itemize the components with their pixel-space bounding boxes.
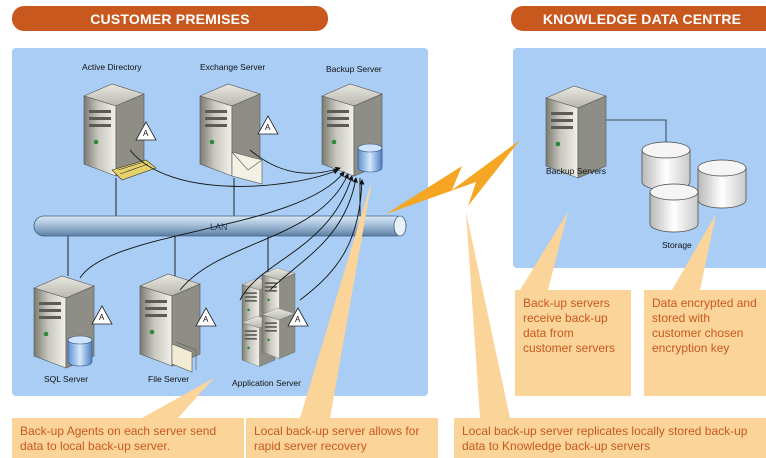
active-directory-label: Active Directory: [82, 62, 142, 72]
agent-mark: A: [295, 315, 301, 324]
data-flow-arrows: [79, 149, 365, 301]
application-server-label: Application Server: [232, 378, 301, 388]
callout-pointers: [142, 180, 716, 418]
knowledge-data-centre-header: KNOWLEDGE DATA CENTRE: [511, 6, 766, 31]
active-directory-server-icon: [83, 83, 145, 177]
callout-receive: Back-up servers receive back-up data fro…: [515, 290, 631, 396]
backup-server-label: Backup Server: [326, 64, 382, 74]
storage-label: Storage: [662, 240, 692, 250]
storage-disk-icon: [697, 159, 747, 209]
customer-premises-header: CUSTOMER PREMISES: [12, 6, 328, 31]
storage-disk-icon: [649, 183, 699, 233]
folder-icon: [171, 341, 197, 373]
storage-disk-icon: [641, 141, 691, 191]
callout-local-backup: Local back-up server allows for rapid se…: [246, 418, 438, 458]
agent-mark: A: [203, 315, 209, 324]
storage-link: [606, 119, 667, 148]
sql-server-label: SQL Server: [44, 374, 89, 384]
agent-mark: A: [143, 129, 149, 138]
backup-servers-label: Backup Servers: [546, 166, 606, 176]
database-icon: [67, 335, 93, 367]
callout-encrypted: Data encrypted and stored with customer …: [644, 290, 766, 396]
callout-replication: Local back-up server replicates locally …: [454, 418, 766, 458]
backup-servers-icon: [545, 85, 607, 179]
callout-agents: Back-up Agents on each server send data …: [12, 418, 244, 458]
agent-mark: A: [99, 313, 105, 322]
lan-label: LAN: [210, 222, 228, 232]
agent-mark: A: [265, 123, 271, 132]
directory-card-icon: [111, 159, 157, 181]
exchange-server-label: Exchange Server: [200, 62, 266, 72]
backup-disk-icon: [357, 143, 383, 173]
envelope-icon: [231, 151, 263, 185]
application-server-icon: [241, 267, 296, 367]
wan-lightning-icon: [386, 140, 520, 214]
file-server-label: File Server: [148, 374, 190, 384]
